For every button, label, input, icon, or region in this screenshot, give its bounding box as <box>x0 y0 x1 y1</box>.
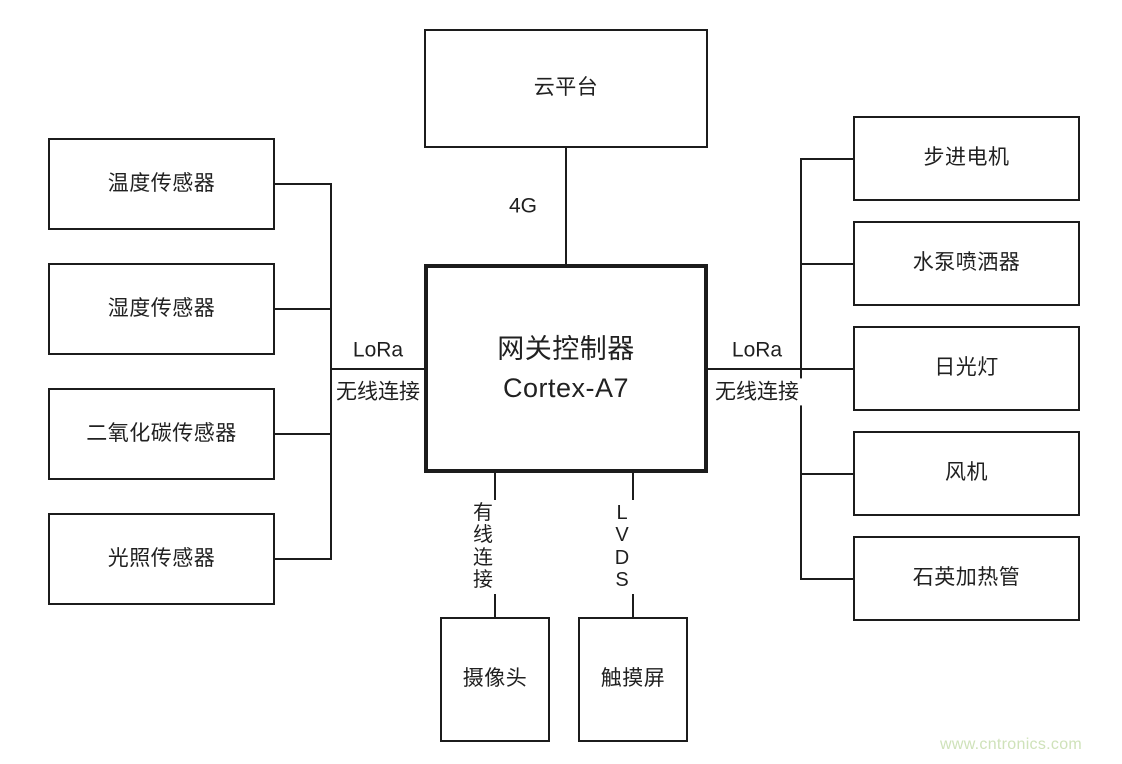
link-stub-actuator-fluorescent-lamp <box>800 368 855 370</box>
link-stub-sensor-light <box>275 558 332 560</box>
node-sensor-light-label: 光照传感器 <box>107 546 216 570</box>
node-actuator-stepper-motor[interactable]: 步进电机 <box>853 116 1080 201</box>
node-gateway-controller[interactable]: 网关控制器 Cortex-A7 <box>424 264 708 473</box>
link-label-4g: 4G <box>505 192 540 220</box>
link-label-screen-lvds-char-2: V <box>615 524 629 547</box>
node-sensor-temperature-label: 温度传感器 <box>107 171 216 195</box>
node-touchscreen-label: 触摸屏 <box>600 667 666 691</box>
link-left-bus-gateway <box>330 368 426 370</box>
watermark: www.cntronics.com <box>940 736 1083 753</box>
link-stub-sensor-temperature <box>275 183 332 185</box>
node-actuator-water-pump[interactable]: 水泵喷洒器 <box>853 221 1080 306</box>
node-sensor-light[interactable]: 光照传感器 <box>48 513 275 605</box>
link-stub-sensor-humidity <box>275 308 332 310</box>
link-label-camera-wired-char-2: 线 <box>473 524 493 547</box>
node-cloud-platform-label: 云平台 <box>533 76 599 100</box>
link-label-camera-wired-char-1: 有 <box>473 502 493 524</box>
link-label-camera-wired-char-4: 接 <box>473 569 493 592</box>
node-actuator-fan-label: 风机 <box>945 461 988 485</box>
node-camera[interactable]: 摄像头 <box>440 617 550 742</box>
node-sensor-co2-label: 二氧化碳传感器 <box>86 421 237 445</box>
node-sensor-humidity-label: 湿度传感器 <box>107 296 216 320</box>
link-label-camera-wired-char-3: 连 <box>473 546 493 569</box>
link-stub-actuator-quartz-heater <box>800 578 855 580</box>
link-stub-actuator-fan <box>800 473 855 475</box>
link-label-camera-wired: 有 线 连 接 <box>470 500 496 594</box>
link-label-screen-lvds-char-1: L <box>616 502 628 524</box>
node-gateway-controller-label: 网关控制器 Cortex-A7 <box>497 334 635 403</box>
link-cloud-gateway <box>565 148 567 266</box>
link-stub-actuator-stepper-motor <box>800 158 855 160</box>
node-camera-label: 摄像头 <box>462 667 528 691</box>
link-label-screen-lvds: L V D S <box>609 500 635 594</box>
bus-left-sensors <box>330 183 332 560</box>
link-label-left-wireless: 无线连接 <box>333 378 423 406</box>
link-label-right-lora: LoRa <box>728 336 786 364</box>
link-label-screen-lvds-char-4: S <box>615 569 629 592</box>
node-actuator-fluorescent-lamp-label: 日光灯 <box>934 356 999 380</box>
node-actuator-fan[interactable]: 风机 <box>853 431 1080 516</box>
node-cloud-platform[interactable]: 云平台 <box>424 29 708 148</box>
link-stub-sensor-co2 <box>275 433 332 435</box>
node-actuator-water-pump-label: 水泵喷洒器 <box>912 251 1021 275</box>
link-gateway-right-bus <box>706 368 802 370</box>
link-label-left-lora: LoRa <box>349 336 407 364</box>
node-actuator-fluorescent-lamp[interactable]: 日光灯 <box>853 326 1080 411</box>
node-sensor-humidity[interactable]: 湿度传感器 <box>48 263 275 355</box>
node-sensor-co2[interactable]: 二氧化碳传感器 <box>48 388 275 480</box>
link-label-right-wireless: 无线连接 <box>712 378 802 406</box>
node-actuator-stepper-motor-label: 步进电机 <box>923 146 1010 170</box>
node-touchscreen[interactable]: 触摸屏 <box>578 617 688 742</box>
node-actuator-quartz-heater[interactable]: 石英加热管 <box>853 536 1080 621</box>
link-label-screen-lvds-char-3: D <box>614 546 630 569</box>
node-actuator-quartz-heater-label: 石英加热管 <box>912 566 1021 590</box>
link-stub-actuator-water-pump <box>800 263 855 265</box>
node-sensor-temperature[interactable]: 温度传感器 <box>48 138 275 230</box>
